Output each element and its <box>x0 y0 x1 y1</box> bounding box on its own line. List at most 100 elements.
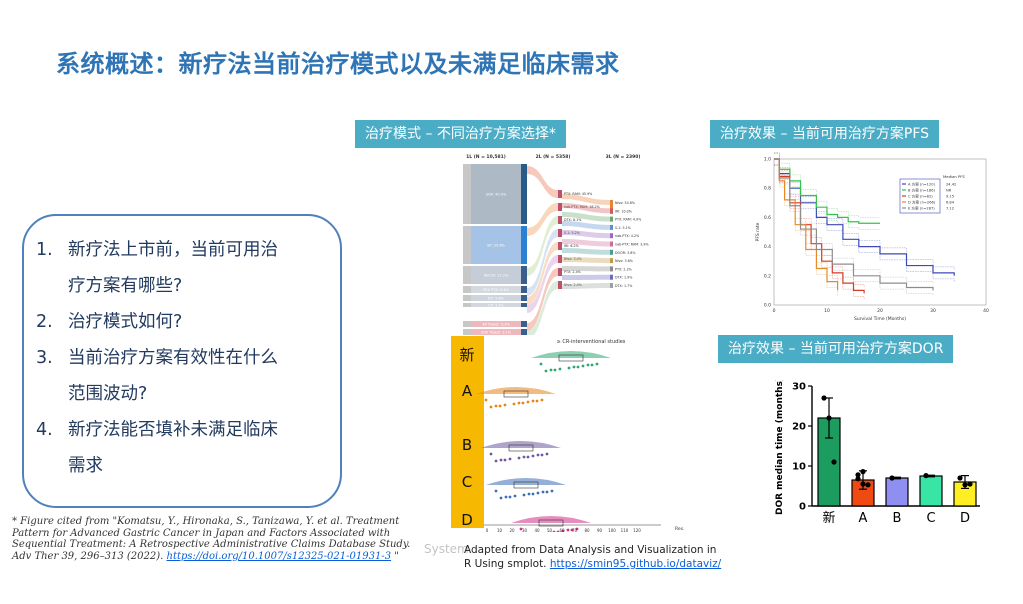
sankey-flow <box>562 257 610 264</box>
raincloud-x-tick: 0 <box>486 528 489 532</box>
raincloud-point <box>508 495 512 499</box>
sankey-right-node <box>610 216 613 222</box>
footnote: * Figure cited from "Komatsu, Y., Hirona… <box>12 516 422 562</box>
raincloud-x-tick: 20 <box>509 528 515 532</box>
km-x-tick: 40 <box>983 308 989 314</box>
raincloud-point <box>558 367 562 371</box>
sankey-left-bar <box>463 321 471 327</box>
raincloud-point <box>504 495 508 499</box>
footnote-doi-link[interactable]: https://doi.org/10.1007/s12325-021-01931… <box>166 550 392 562</box>
dor-point <box>923 473 929 479</box>
sankey-right-label: DTX: 1.9% <box>615 276 632 280</box>
km-x-label: Survival Time (Months) <box>854 316 906 322</box>
dor-point <box>855 476 861 482</box>
sankey-mid-node <box>558 242 562 250</box>
km-y-tick: 1.0 <box>764 157 771 163</box>
sankey-right-label: S-1: 5.1% <box>615 226 631 230</box>
raincloud-group-label: A <box>462 382 473 400</box>
question-text: 新疗法上市前，当前可用治 <box>68 240 278 260</box>
question-text: 需求 <box>68 456 103 476</box>
sankey-right-label: nab-PTX: 4.2% <box>615 234 639 238</box>
sankey-flow <box>562 221 610 230</box>
question-line: 4.新疗法能否填补未满足临床 <box>36 412 326 448</box>
sankey-left-bar <box>463 303 471 307</box>
dor-y-tick: 20 <box>792 422 806 433</box>
km-legend-median: 7.12 <box>946 207 954 211</box>
km-y-tick: 0.8 <box>764 186 771 192</box>
sankey-left-label: SOX: 40.9% <box>486 193 507 197</box>
sankey-left-label: SOX Triplet: 3.1% <box>481 331 512 335</box>
sankey-mid-node <box>558 268 562 276</box>
sankey-right-node <box>610 224 613 230</box>
raincloud-x-tick: 10 <box>497 528 503 532</box>
raincloud-density <box>481 441 561 448</box>
dor-point <box>860 481 866 487</box>
questions-list: 1.新疗法上市前，当前可用治疗方案有哪些?2.治疗模式如何?3.当前治疗方案有效… <box>36 232 326 484</box>
adapted-link[interactable]: https://smin95.github.io/dataviz/ <box>549 558 722 570</box>
raincloud-point <box>499 496 503 500</box>
dor-y-tick: 0 <box>799 502 806 513</box>
sankey-right-label: Nivo: 54.8% <box>615 201 635 205</box>
raincloud-point <box>512 402 516 406</box>
sankey-right-node <box>610 283 613 288</box>
sankey-mid-node <box>558 203 562 211</box>
sankey-mid-bar <box>521 226 527 264</box>
raincloud-point <box>494 404 498 408</box>
raincloud-point <box>567 366 571 370</box>
raincloud-point <box>561 529 565 532</box>
raincloud-point <box>519 527 523 531</box>
sankey-left-label: CP: 1.3% <box>488 304 504 308</box>
sankey-right-node <box>610 200 613 214</box>
raincloud-point <box>522 493 526 497</box>
raincloud-point <box>536 491 540 495</box>
raincloud-point <box>526 400 530 404</box>
raincloud-point <box>513 494 517 498</box>
raincloud-point <box>527 492 531 496</box>
sankey-left-label: SP: 25.6% <box>487 244 505 248</box>
dor-point <box>855 472 861 478</box>
watermark: System <box>424 542 469 556</box>
raincloud-point <box>521 401 525 405</box>
dor-category-label: 新 <box>822 510 835 526</box>
sankey-right-label: DTX: 1.7% <box>615 284 632 288</box>
question-text: 当前治疗方案有效性在什么 <box>68 348 278 368</box>
sankey-mid-bar <box>521 303 527 307</box>
sankey-mid-label: PTX: RAM: 45.9% <box>564 192 592 196</box>
sankey-mid-label: PTX: 2.4% <box>564 270 581 274</box>
raincloud-point <box>531 454 535 458</box>
raincloud-group-label: C <box>462 473 472 491</box>
raincloud-point <box>531 399 535 403</box>
raincloud-group-label: 新 <box>459 346 474 364</box>
sankey-left-band <box>471 266 521 284</box>
km-legend-label: B 方案 (n=186) <box>908 188 935 193</box>
km-legend-label: D 方案 (n=266) <box>908 200 936 205</box>
sankey-right-node <box>610 266 613 272</box>
sankey-mid-label: nab-PTX: RAM: 18.2% <box>564 205 600 209</box>
question-line: 需求 <box>36 448 326 484</box>
sankey-left-label: XELOX: 12.2% <box>484 274 509 278</box>
km-legend-median: NR <box>946 189 952 193</box>
km-y-tick: 0.6 <box>764 215 771 221</box>
raincloud-density <box>511 516 591 523</box>
question-number: 4. <box>36 420 53 440</box>
dor-point <box>860 469 866 475</box>
km-ci-upper <box>774 152 880 218</box>
sankey-flow <box>527 203 558 236</box>
raincloud-point <box>503 458 507 462</box>
raincloud-group-label: D <box>461 511 473 529</box>
sankey-right-label: PTX: RAM: 4.9% <box>615 218 641 222</box>
raincloud-point <box>517 456 521 460</box>
raincloud-point <box>517 401 521 405</box>
question-text: 疗方案有哪些? <box>68 276 183 296</box>
km-legend-label: E 方案 (n=287) <box>908 206 935 211</box>
km-legend-median: 6.84 <box>946 201 955 205</box>
raincloud-point <box>508 457 512 461</box>
raincloud-x-tick: 70 <box>572 528 578 532</box>
raincloud-point <box>575 527 579 531</box>
raincloud-point <box>540 453 544 457</box>
raincloud-x-tick: 100 <box>608 528 616 532</box>
sankey-left-bar <box>463 295 471 301</box>
sankey-flow <box>562 266 610 272</box>
